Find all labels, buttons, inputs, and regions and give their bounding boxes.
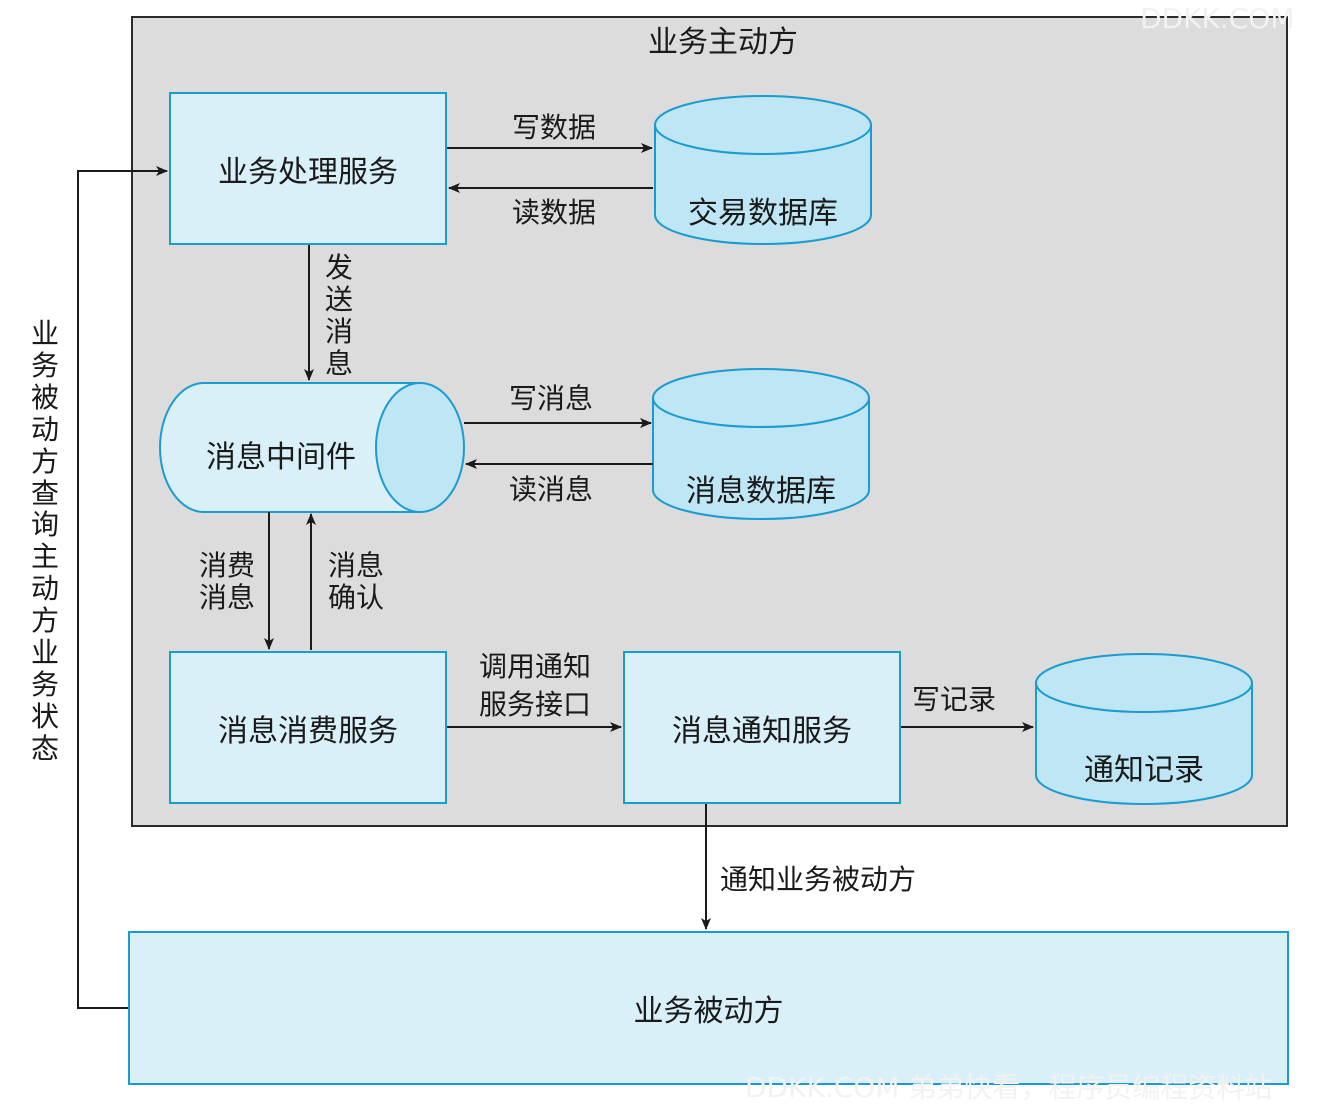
notify-db-cylinder — [1035, 653, 1253, 805]
notify-db-label: 通知记录 — [1084, 753, 1204, 788]
passive-side-label: 业务被动方 — [633, 994, 784, 1029]
arrow-query-status — [77, 166, 168, 1009]
biz-service-box: 业务处理服务 — [169, 92, 447, 245]
watermark-bottom: DDKK.COM 弟弟快看，程序员编程资料站 — [745, 1071, 1273, 1104]
edge-write-record: 写记录 — [912, 683, 997, 716]
mq-label: 消息中间件 — [206, 440, 356, 475]
edge-send-msg: 发送消息 — [324, 251, 353, 380]
msg-db-label: 消息数据库 — [686, 474, 836, 509]
passive-side-box: 业务被动方 — [128, 931, 1289, 1085]
edge-read-data: 读数据 — [512, 196, 597, 229]
edge-query-status: 业务被动方查询主动方业务状态 — [30, 317, 59, 765]
consume-service-box: 消息消费服务 — [169, 651, 447, 804]
panel-title: 业务主动方 — [648, 25, 798, 60]
watermark-top: DDKK.COM — [1140, 2, 1295, 35]
edge-notify-passive: 通知业务被动方 — [720, 863, 917, 896]
trade-db-cylinder — [654, 95, 872, 245]
biz-service-label: 业务处理服务 — [218, 154, 398, 190]
edge-ack-msg: 消息确认 — [327, 549, 384, 614]
edge-write-msg: 写消息 — [509, 382, 594, 415]
msg-db-cylinder — [652, 368, 870, 520]
consume-service-label: 消息消费服务 — [218, 713, 398, 749]
notify-service-label: 消息通知服务 — [672, 713, 852, 749]
trade-db-label: 交易数据库 — [688, 196, 838, 231]
edge-call-notify: 调用通知服务接口 — [478, 650, 591, 721]
edge-read-msg: 读消息 — [509, 473, 594, 506]
edge-consume-msg: 消费消息 — [198, 549, 255, 614]
mq-cylinder — [159, 382, 465, 513]
edge-write-data: 写数据 — [512, 111, 597, 144]
notify-service-box: 消息通知服务 — [623, 651, 901, 804]
